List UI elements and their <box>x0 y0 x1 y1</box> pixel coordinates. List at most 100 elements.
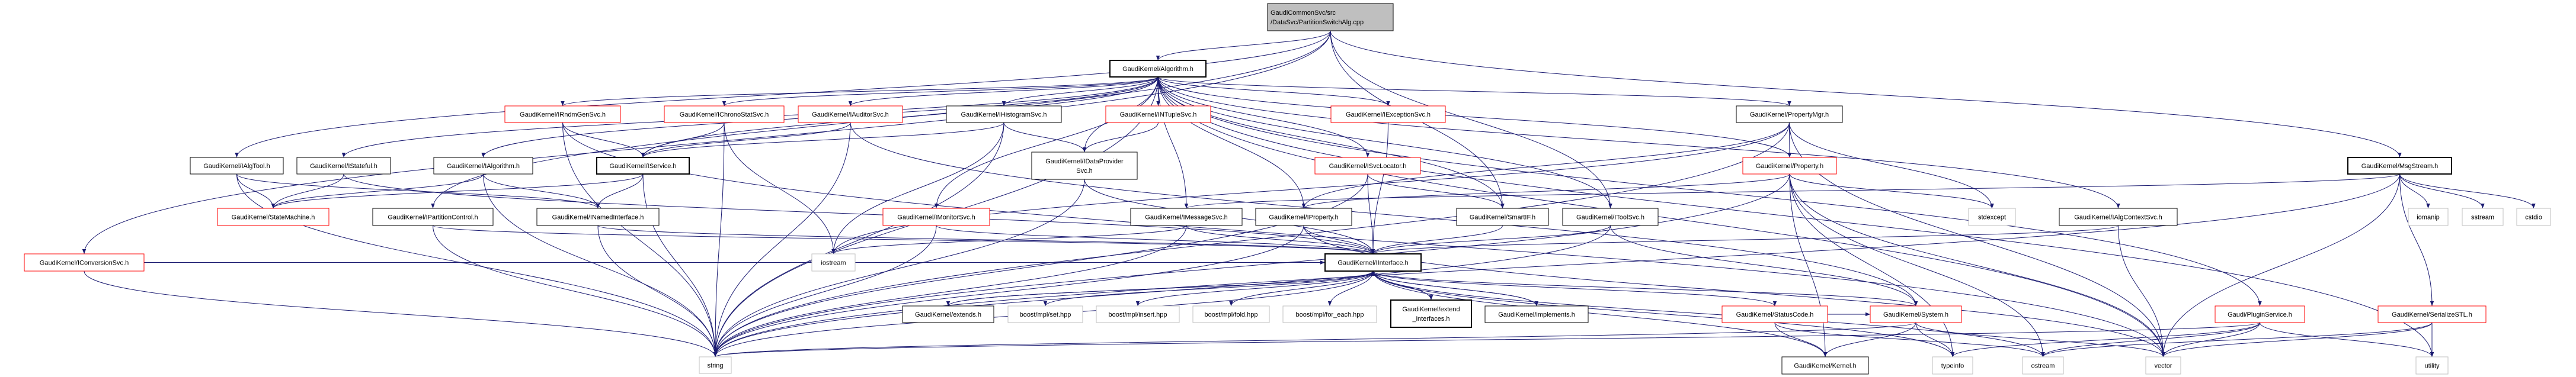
edge-isvclocator-to-iinterface <box>1367 173 1375 254</box>
edge-ihistogramsvc-to-string <box>713 122 1004 357</box>
node-irndmgensvc[interactable]: GaudiKernel/IRndmGenSvc.h <box>504 105 621 123</box>
node-iconversionsvc[interactable]: GaudiKernel/IConversionSvc.h <box>24 253 145 272</box>
node-label: GaudiKernel/IProperty.h <box>1269 214 1338 221</box>
node-box <box>433 157 533 175</box>
edge-inamedinterface-to-string <box>597 225 718 357</box>
node-algorithm[interactable]: GaudiKernel/Algorithm.h <box>1109 60 1207 78</box>
edge-ialgtool-to-statemachine <box>236 173 276 209</box>
edge-ialgorithm-to-string <box>483 173 718 357</box>
node-sstream[interactable]: sstream <box>2462 208 2504 226</box>
node-cstdio[interactable]: cstdio <box>2516 208 2551 226</box>
node-label: sstream <box>2471 214 2494 221</box>
node-vector[interactable]: vector <box>2145 356 2181 375</box>
node-ichronostatsvc[interactable]: GaudiKernel/IChronoStatSvc.h <box>664 105 785 123</box>
edge-ihistogramsvc-to-iostream <box>831 122 1004 254</box>
node-box <box>1870 305 1962 323</box>
node-kernel[interactable]: GaudiKernel/Kernel.h <box>1781 356 1869 375</box>
edge-propertymgr-to-string <box>713 122 1790 357</box>
edge-imessagesvc-to-iinterface <box>1186 225 1375 254</box>
edge-algorithm-to-imessagesvc <box>1157 76 1189 209</box>
node-iinterface[interactable]: GaudiKernel/IInterface.h <box>1324 253 1422 272</box>
edge-imonitorsvc-to-iinterface <box>936 225 1375 254</box>
edge-algorithm-to-utility <box>1157 76 2434 357</box>
node-smartif[interactable]: GaudiKernel/SmartIF.h <box>1456 208 1549 226</box>
node-inamedinterface[interactable]: GaudiKernel/INamedInterface.h <box>536 208 660 226</box>
node-box <box>798 105 903 123</box>
node-mpl-for-each[interactable]: boost/mpl/for_each.hpp <box>1282 305 1377 323</box>
node-property[interactable]: GaudiKernel/Property.h <box>1742 157 1837 175</box>
edge-algorithm-to-ichronostatsvc <box>722 76 1159 107</box>
node-intuplesvc[interactable]: GaudiKernel/INTupleSvc.h <box>1105 105 1211 123</box>
node-serializestl[interactable]: GaudiKernel/SerializeSTL.h <box>2377 305 2487 323</box>
edge-ipartitioncontrol-to-string <box>433 225 718 357</box>
node-label: GaudiKernel/Kernel.h <box>1794 363 1856 370</box>
node-label: GaudiKernel/INamedInterface.h <box>552 214 644 221</box>
node-label: GaudiKernel/IAuditorSvc.h <box>812 111 889 118</box>
edge-algorithm-to-imonitorsvc <box>934 76 1159 209</box>
node-utility[interactable]: utility <box>2415 356 2449 375</box>
node-iauditorsvc[interactable]: GaudiKernel/IAuditorSvc.h <box>798 105 903 123</box>
node-msgstream[interactable]: GaudiKernel/MsgStream.h <box>2347 157 2452 175</box>
node-iostream[interactable]: iostream <box>811 253 856 272</box>
node-box <box>811 253 856 272</box>
node-iservice[interactable]: GaudiKernel/IService.h <box>596 157 690 175</box>
edge-algorithm-to-isvclocator <box>1157 76 1370 158</box>
node-mpl-fold[interactable]: boost/mpl/fold.hpp <box>1192 305 1270 323</box>
node-box <box>2059 208 2178 226</box>
node-ialgcontextsvc[interactable]: GaudiKernel/IAlgContextSvc.h <box>2059 208 2178 226</box>
node-implements[interactable]: GaudiKernel/implements.h <box>1484 305 1589 323</box>
edge-ialgorithm-to-statemachine <box>271 173 484 209</box>
edge-ihistogramsvc-to-idataprovidersvc <box>1003 122 1087 153</box>
edge-itoolsvc-to-iinterface <box>1371 225 1611 254</box>
edge-algorithm-to-pluginservice <box>1157 76 2262 307</box>
node-string[interactable]: string <box>699 356 732 374</box>
node-mpl-insert[interactable]: boost/mpl/insert.hpp <box>1096 305 1180 323</box>
node-extend-interfaces[interactable]: GaudiKernel/extend_interfaces.h <box>1390 299 1472 328</box>
node-istateful[interactable]: GaudiKernel/IStateful.h <box>296 157 391 175</box>
edge-iauditorsvc-to-string <box>713 122 851 357</box>
edge-root-to-algorithm <box>1156 30 1331 61</box>
edge-idataprovidersvc-to-string <box>713 179 1085 357</box>
node-statuscode[interactable]: GaudiKernel/StatusCode.h <box>1721 305 1828 323</box>
edge-pluginservice-to-ostream <box>2041 322 2260 357</box>
node-typeinfo[interactable]: typeinfo <box>1932 356 1973 375</box>
node-box <box>2145 356 2181 375</box>
node-itoolsvc[interactable]: GaudiKernel/IToolSvc.h <box>1562 208 1659 226</box>
node-propertymgr[interactable]: GaudiKernel/PropertyMgr.h <box>1736 105 1843 123</box>
node-pluginservice[interactable]: Gaudi/PluginService.h <box>2215 305 2305 323</box>
node-mpl-set[interactable]: boost/mpl/set.hpp <box>1007 305 1083 323</box>
node-label: boost/mpl/for_each.hpp <box>1296 311 1364 318</box>
edge-extend-interfaces-to-iinterface <box>1371 270 1432 301</box>
node-root[interactable]: GaudiCommonSvc/src/DataSvc/PartitionSwit… <box>1267 3 1394 31</box>
node-box <box>2462 208 2504 226</box>
edge-system-to-typeinfo <box>1915 322 1955 357</box>
edge-ialgorithm-to-inamedinterface <box>483 173 600 209</box>
node-ialgtool[interactable]: GaudiKernel/IAlgTool.h <box>190 157 284 175</box>
node-imonitorsvc[interactable]: GaudiKernel/IMonitorSvc.h <box>882 208 990 226</box>
node-statemachine[interactable]: GaudiKernel/StateMachine.h <box>217 208 329 226</box>
node-iproperty[interactable]: GaudiKernel/IProperty.h <box>1255 208 1352 226</box>
node-iomanip[interactable]: iomanip <box>2408 208 2449 226</box>
node-ostream[interactable]: ostream <box>2022 356 2064 375</box>
node-ipartitioncontrol[interactable]: GaudiKernel/IPartitionControl.h <box>372 208 494 226</box>
node-label: string <box>708 362 724 369</box>
edge-ichronostatsvc-to-iservice <box>641 122 725 158</box>
node-box <box>2377 305 2487 323</box>
node-isvclocator[interactable]: GaudiKernel/ISvcLocator.h <box>1314 157 1421 175</box>
node-label: GaudiKernel/IInterface.h <box>1337 260 1408 267</box>
node-box <box>372 208 494 226</box>
node-iexceptionsvc[interactable]: GaudiKernel/IExceptionSvc.h <box>1330 105 1446 123</box>
node-stdexcept[interactable]: stdexcept <box>1968 208 2016 226</box>
edge-iauditorsvc-to-iservice <box>641 122 851 158</box>
edge-ialgcontextsvc-to-iinterface <box>1371 225 2119 254</box>
node-system[interactable]: GaudiKernel/System.h <box>1870 305 1962 323</box>
edge-algorithm-to-iauditorsvc <box>848 76 1159 107</box>
node-box <box>1781 356 1869 375</box>
edge-istateful-to-statemachine <box>271 173 344 209</box>
node-ialgorithm[interactable]: GaudiKernel/IAlgorithm.h <box>433 157 533 175</box>
node-imessagesvc[interactable]: GaudiKernel/IMessageSvc.h <box>1130 208 1243 226</box>
node-label: GaudiKernel/IRndmGenSvc.h <box>520 111 606 118</box>
node-extends[interactable]: GaudiKernel/extends.h <box>902 305 994 323</box>
node-ihistogramsvc[interactable]: GaudiKernel/IHistogramSvc.h <box>946 105 1062 123</box>
